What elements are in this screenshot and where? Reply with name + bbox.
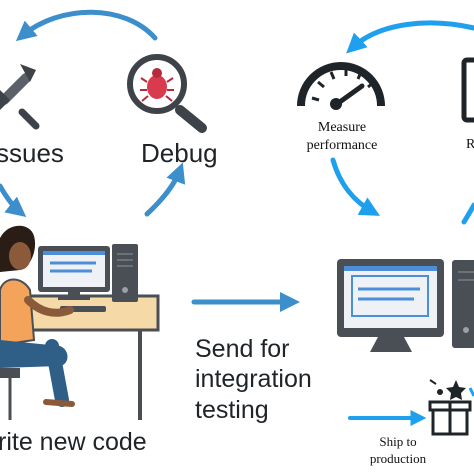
developer-person-icon	[0, 225, 75, 407]
arrow-production-right	[461, 202, 474, 225]
right-edge-label: R	[466, 137, 474, 152]
send-label-line3: testing	[195, 396, 269, 424]
monitor-icon	[337, 259, 444, 352]
production-workstation	[337, 259, 474, 352]
send-label-line1: Send for	[195, 335, 290, 363]
wrench-screwdriver-icon	[0, 64, 40, 130]
write-new-code-label: rite new code	[0, 428, 147, 456]
gauge-icon	[297, 62, 385, 110]
debug-label: Debug	[141, 138, 218, 168]
ship-label-line1: Ship to	[379, 434, 416, 449]
arrow-debug-to-fix	[15, 9, 158, 42]
gift-box-icon	[428, 379, 474, 436]
bug-magnifier-icon	[127, 54, 207, 133]
developer-workstation	[0, 225, 160, 420]
right-edge-device-icon	[461, 57, 474, 123]
measure-label-line2: performance	[307, 138, 378, 153]
measure-label-line1: Measure	[318, 120, 366, 135]
monitor-icon	[38, 246, 110, 300]
arrow-fix-to-write	[0, 183, 27, 217]
arrow-return-to-measure	[346, 20, 474, 54]
ship-label-line2: production	[370, 451, 427, 466]
server-tower-icon	[112, 244, 138, 302]
arrow-measure-to-production	[330, 157, 380, 216]
arrow-write-to-debug	[144, 162, 186, 217]
send-label-line2: integration	[195, 365, 312, 393]
fix-issues-label: ssues	[0, 138, 64, 168]
server-tower-icon	[452, 260, 474, 348]
